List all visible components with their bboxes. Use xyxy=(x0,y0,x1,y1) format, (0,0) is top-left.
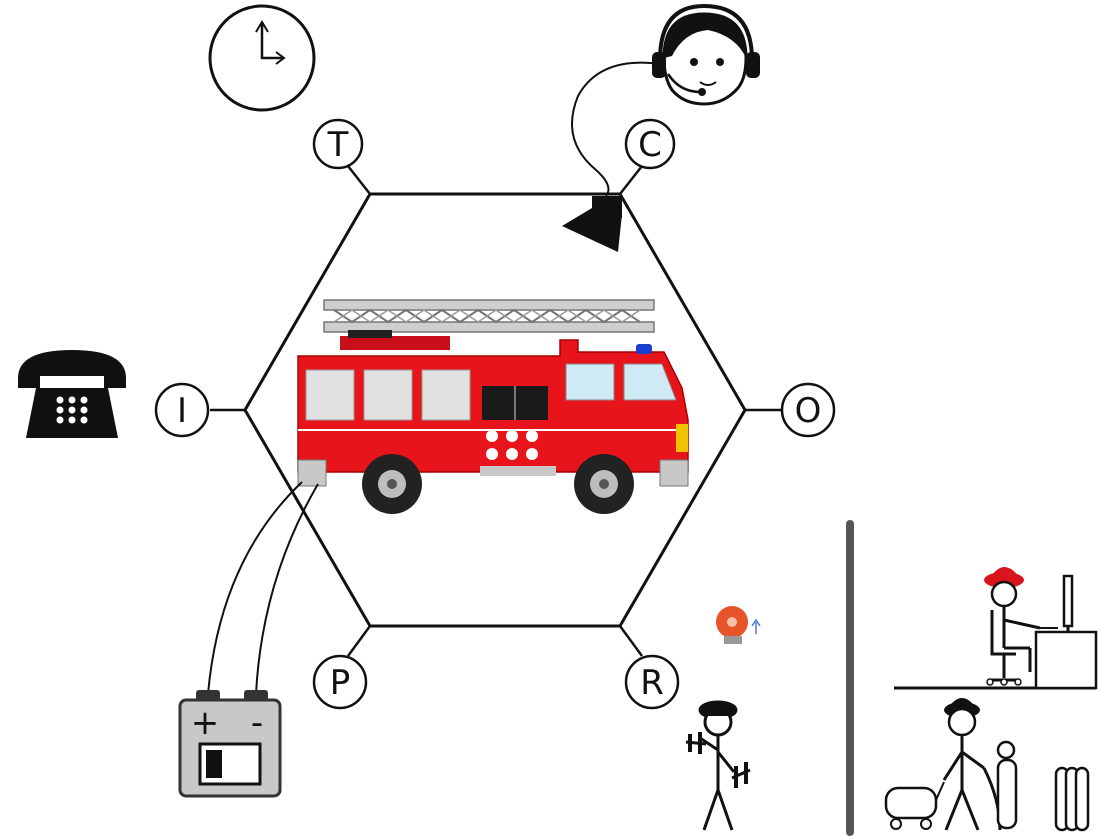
node-o: O xyxy=(782,384,834,436)
oxygen-cylinders-icon xyxy=(1056,768,1088,830)
alarm-bell-icon xyxy=(716,606,760,644)
node-r-label: R xyxy=(640,663,664,703)
telephone-icon xyxy=(18,350,126,438)
node-c-label: C xyxy=(638,125,662,165)
node-i-label: I xyxy=(177,391,187,431)
firefighter-training-icon xyxy=(686,702,750,830)
firefighter-equipment-icon xyxy=(886,698,1016,830)
battery-minus-sign: - xyxy=(251,703,263,743)
node-i: I xyxy=(156,384,208,436)
node-p: P xyxy=(314,656,366,708)
node-c: C xyxy=(626,120,674,168)
clock-icon xyxy=(210,6,314,110)
headset-operator-icon xyxy=(652,6,760,104)
node-t-label: T xyxy=(327,125,349,165)
siren-light-icon xyxy=(562,196,622,252)
ladder xyxy=(324,300,654,332)
fire-truck-icon xyxy=(298,300,688,514)
firefighter-desk-icon xyxy=(984,567,1096,688)
node-t: T xyxy=(314,120,362,168)
vertical-divider xyxy=(846,520,854,836)
node-o-label: O xyxy=(795,391,822,431)
node-r: R xyxy=(626,656,678,708)
node-p-label: P xyxy=(330,663,351,703)
battery-icon: + - xyxy=(180,690,280,796)
battery-cable-minus xyxy=(256,484,318,694)
battery-plus-sign: + xyxy=(191,703,220,743)
battery-cable-plus xyxy=(208,482,302,694)
